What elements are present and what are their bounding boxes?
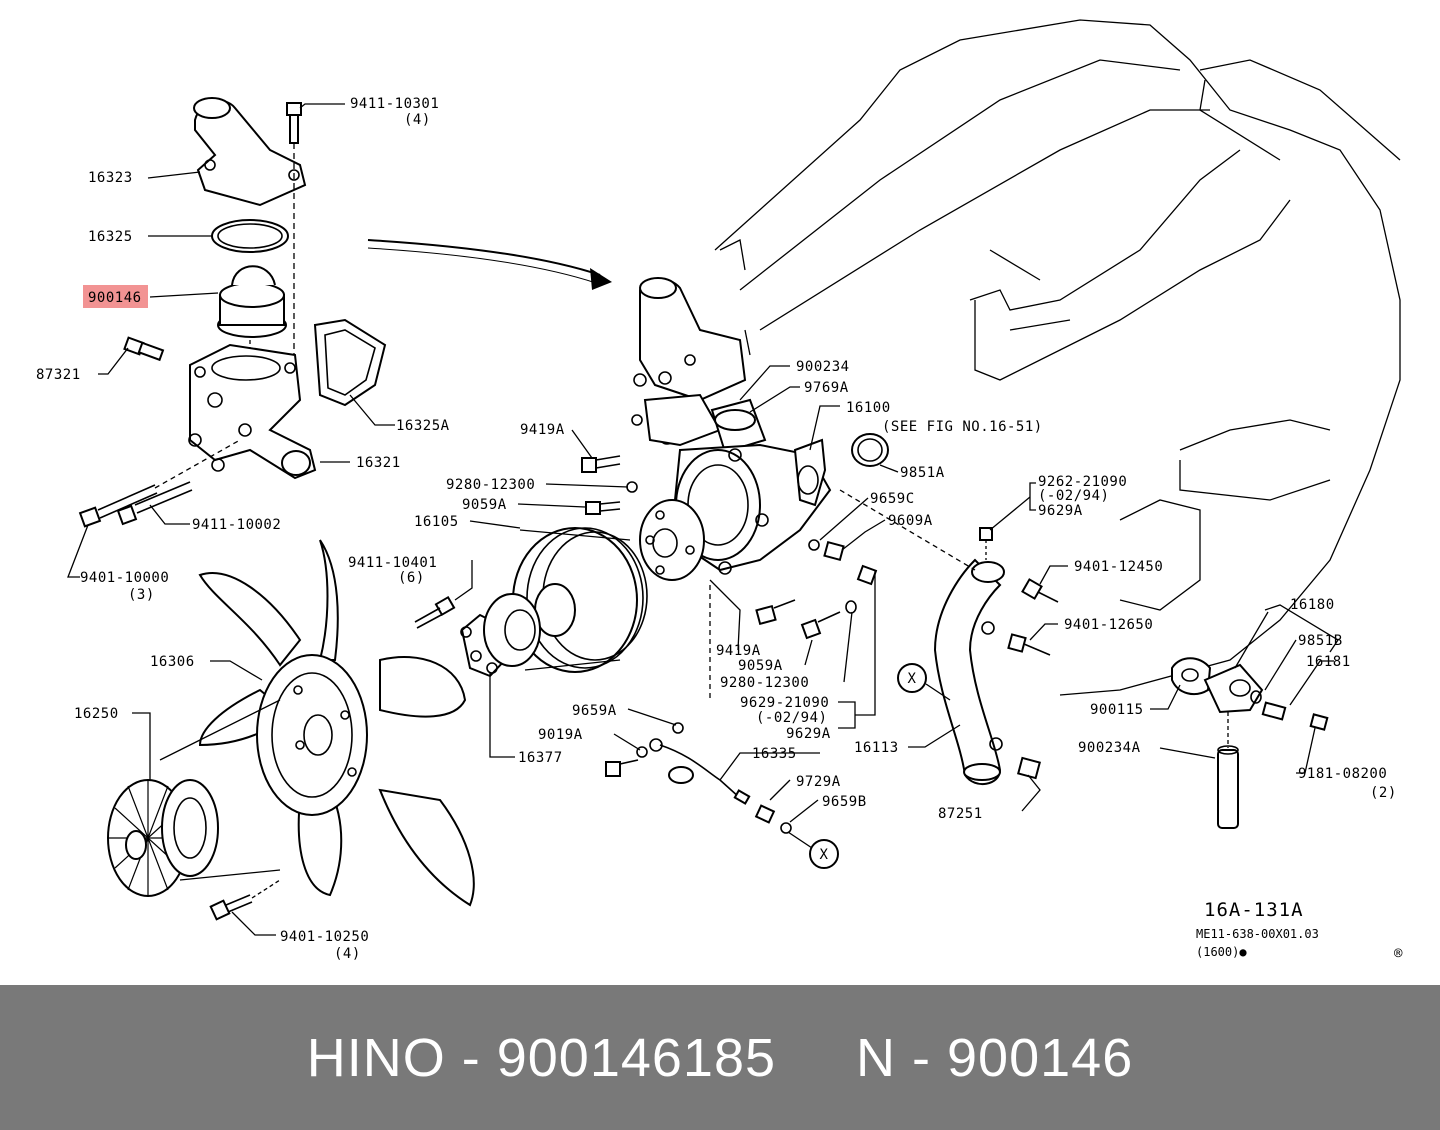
label-9659C: 9659C (870, 491, 915, 507)
part-labels: 9411-10301 (4) 16323 16325 900146 87321 … (36, 96, 1403, 962)
label-9059A: 9059A (462, 497, 507, 513)
reference-sub: (1600)● (1196, 945, 1247, 959)
label-9280-12300: 9280-12300 (446, 477, 535, 493)
label-9059A-b: 9059A (738, 658, 783, 674)
label-qty-3: (3) (128, 587, 155, 603)
label-9659A: 9659A (572, 703, 617, 719)
label-16180: 16180 (1290, 597, 1335, 613)
label-9280-12300-b: 9280-12300 (720, 675, 809, 691)
label-9851A: 9851A (900, 465, 945, 481)
bypass-assembly (1171, 657, 1329, 829)
label-9629-21090: 9629-21090 (740, 695, 829, 711)
pulley-assembly (414, 527, 648, 678)
label-9729A: 9729A (796, 774, 841, 790)
label-16323: 16323 (88, 170, 133, 186)
label-9401-10250: 9401-10250 (280, 929, 369, 945)
registered-mark: ® (1394, 946, 1403, 962)
label-900234: 900234 (796, 359, 850, 375)
water-pipe-assembly (839, 489, 1059, 785)
label-16325A: 16325A (396, 418, 450, 434)
label-900115: 900115 (1090, 702, 1144, 718)
label-16325: 16325 (88, 229, 133, 245)
part-number-banner: HINO - 900146185 N - 900146 (0, 985, 1440, 1130)
label-9659B: 9659B (822, 794, 867, 810)
label-9401-12650: 9401-12650 (1064, 617, 1153, 633)
label-qty-2: (2) (1370, 785, 1397, 801)
label-16335: 16335 (752, 746, 797, 762)
highlight-900146 (83, 285, 148, 308)
parts-diagram: X X (36, 19, 1403, 962)
label-qty-4-a: (4) (404, 112, 431, 128)
label-9181-08200: 9181-08200 (1298, 766, 1387, 782)
label-87251: 87251 (938, 806, 983, 822)
label-9401-10000: 9401-10000 (80, 570, 169, 586)
label-9411-10401: 9411-10401 (348, 555, 437, 571)
marker-x-upper: X (908, 671, 917, 687)
label-9411-10002: 9411-10002 (192, 517, 281, 533)
label-rev-02-94-b: (-02/94) (756, 710, 827, 726)
direction-arrow (367, 239, 612, 290)
figure-code: 16A-131A (1204, 899, 1304, 921)
label-16250: 16250 (74, 706, 119, 722)
label-9609A: 9609A (888, 513, 933, 529)
part-number-text: HINO - 900146185 N - 900146 (306, 1027, 1134, 1088)
reference-code: ME11-638-00X01.03 (1196, 927, 1319, 941)
engine-block-outline (714, 19, 1401, 696)
label-16105: 16105 (414, 514, 459, 530)
leader-lines (67, 103, 1339, 936)
label-qty-4-b: (4) (334, 946, 361, 962)
label-900146: 900146 (88, 290, 142, 306)
label-9629A-a: 9629A (1038, 503, 1083, 519)
label-9851B: 9851B (1298, 633, 1343, 649)
water-pump-assembly (581, 277, 889, 834)
label-87321: 87321 (36, 367, 81, 383)
marker-x-lower: X (820, 847, 829, 863)
label-16181: 16181 (1306, 654, 1351, 670)
label-16321: 16321 (356, 455, 401, 471)
reference-markers: X X (787, 663, 951, 869)
label-see-fig: (SEE FIG NO.16-51) (882, 419, 1043, 435)
label-9401-12450: 9401-12450 (1074, 559, 1163, 575)
label-900234A: 900234A (1078, 740, 1141, 756)
label-9769A: 9769A (804, 380, 849, 396)
label-9019A: 9019A (538, 727, 583, 743)
label-9262-21090: 9262-21090 (1038, 474, 1127, 490)
label-9419A-b: 9419A (716, 643, 761, 659)
label-rev-02-94-a: (-02/94) (1038, 488, 1109, 504)
thermostat-housing-assembly (78, 97, 387, 528)
label-qty-6: (6) (398, 570, 425, 586)
label-16113: 16113 (854, 740, 899, 756)
label-16306: 16306 (150, 654, 195, 670)
label-16100: 16100 (846, 400, 891, 416)
label-16377: 16377 (518, 750, 563, 766)
label-9411-10301: 9411-10301 (350, 96, 439, 112)
fan-assembly (107, 539, 475, 921)
label-9419A: 9419A (520, 422, 565, 438)
label-9629A-b: 9629A (786, 726, 831, 742)
